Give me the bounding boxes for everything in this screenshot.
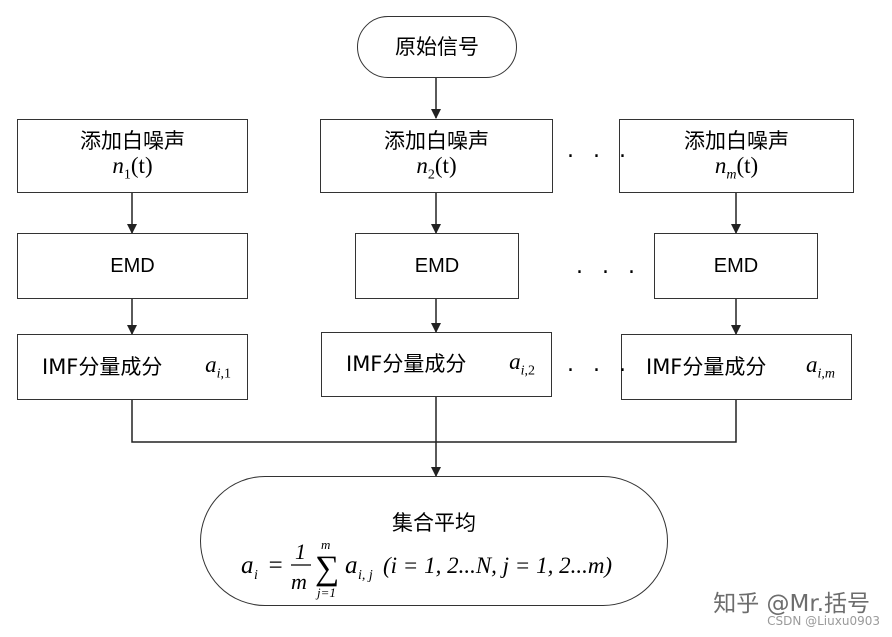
imf-label-1: IMF分量成分 <box>42 354 163 379</box>
imf-label-2: IMF分量成分 <box>346 352 467 377</box>
formula-sum-sign: ∑ <box>315 550 339 587</box>
formula-lhs: a <box>241 552 254 579</box>
noise-var-2: n2(t) <box>416 152 457 183</box>
ellipsis-noise: . . . <box>567 138 632 163</box>
noise-label-1: 添加白噪声 <box>80 128 185 153</box>
emd-box-2: EMD <box>355 233 519 299</box>
formula-frac-num: 1 <box>295 539 306 564</box>
noise-label-2: 添加白噪声 <box>384 128 489 153</box>
average-formula: a i = 1 m m ∑ j=1 a i, j (i = 1, 2...N, … <box>241 537 641 608</box>
formula-sum-lower: j=1 <box>315 585 336 600</box>
ellipsis-imf: . . . <box>567 352 632 377</box>
start-node-label: 原始信号 <box>395 34 479 59</box>
noise-box-2: 添加白噪声 n2(t) <box>320 119 553 193</box>
noise-box-3: 添加白噪声 nm(t) <box>619 119 854 193</box>
imf-box-3: IMF分量成分 ai,m <box>621 334 852 400</box>
noise-var-3: nm(t) <box>714 152 759 183</box>
formula-graphic: a i = 1 m m ∑ j=1 a i, j (i = 1, 2...N, … <box>241 537 612 600</box>
watermark-csdn: CSDN @Liuxu0903 <box>767 614 880 628</box>
imf-label-3: IMF分量成分 <box>646 354 767 379</box>
ellipsis-emd: . . . <box>576 254 641 279</box>
average-title: 集合平均 <box>392 511 476 535</box>
imf-var-3: ai,m <box>805 351 835 382</box>
watermark-zhihu: 知乎 @Mr.括号 <box>713 591 870 617</box>
formula-lhs-sub: i <box>254 568 258 583</box>
formula-term: a <box>345 552 358 579</box>
noise-box-1: 添加白噪声 n1(t) <box>17 119 248 193</box>
emd-label-1: EMD <box>110 254 155 277</box>
imf-box-2: IMF分量成分 ai,2 <box>321 332 552 397</box>
emd-box-3: EMD <box>654 233 818 299</box>
start-node: 原始信号 <box>357 16 517 78</box>
imf-box-1: IMF分量成分 ai,1 <box>17 334 248 400</box>
noise-var-1: n1(t) <box>112 152 153 183</box>
merge-line <box>131 400 737 443</box>
imf-var-1: ai,1 <box>205 351 231 382</box>
average-node: 集合平均 a i = 1 m m ∑ j=1 a i, j (i = 1, 2.… <box>200 476 668 606</box>
formula-condition: (i = 1, 2...N, j = 1, 2...m) <box>383 553 612 578</box>
noise-label-3: 添加白噪声 <box>684 128 789 153</box>
emd-label-2: EMD <box>414 254 460 277</box>
imf-var-2: ai,2 <box>509 349 535 379</box>
formula-term-sub: i, j <box>358 568 373 583</box>
emd-label-3: EMD <box>713 254 759 277</box>
formula-sum-upper: m <box>321 537 330 552</box>
formula-frac-den: m <box>291 569 307 594</box>
emd-box-1: EMD <box>17 233 248 299</box>
formula-eq: = <box>267 552 284 579</box>
